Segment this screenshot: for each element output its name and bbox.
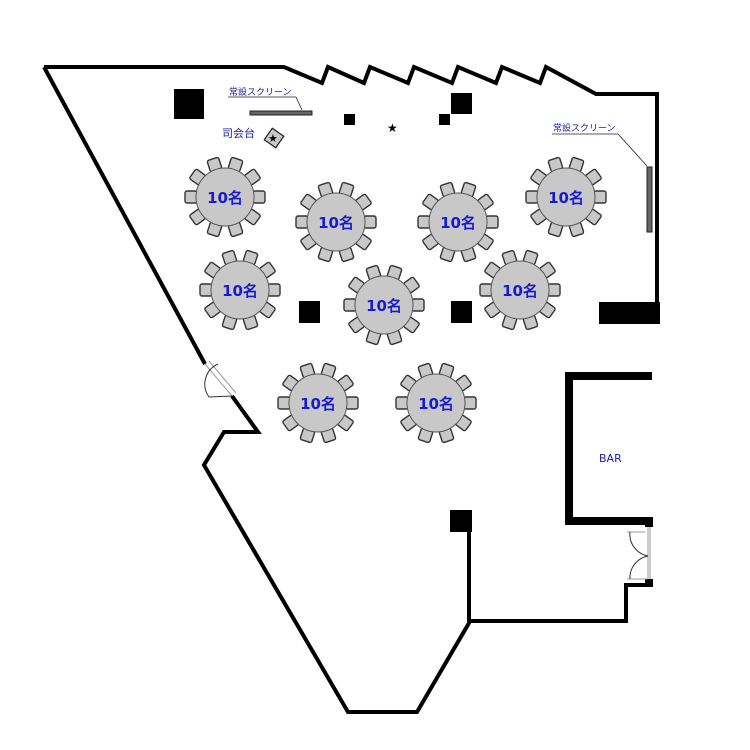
bar-label: BAR bbox=[599, 452, 622, 465]
bar-double-door[interactable] bbox=[627, 527, 651, 580]
chair bbox=[525, 190, 539, 204]
tables-layer: 10名 10名 10名 10名 10名 10名 10名 10名 10名 bbox=[184, 156, 607, 444]
table-capacity-label: 10名 bbox=[548, 189, 584, 207]
podium: ★ 司会台 bbox=[222, 126, 285, 149]
table-capacity-label: 10名 bbox=[502, 282, 538, 300]
outer-wall-left bbox=[42, 66, 207, 365]
table-capacity-label: 10名 bbox=[440, 214, 476, 232]
table-capacity-label: 10名 bbox=[418, 395, 454, 413]
chair bbox=[411, 298, 425, 312]
round-table: 10名 bbox=[525, 156, 607, 238]
table-capacity-label: 10名 bbox=[366, 297, 402, 315]
pillar bbox=[439, 114, 450, 125]
permanent-screen-right: 常設スクリーン bbox=[552, 122, 653, 233]
table-top bbox=[195, 167, 255, 227]
chair bbox=[199, 283, 213, 297]
round-table: 10名 bbox=[343, 264, 425, 346]
podium-label: 司会台 bbox=[222, 126, 255, 140]
round-table: 10名 bbox=[417, 181, 499, 263]
chair bbox=[485, 215, 499, 229]
chair bbox=[395, 396, 409, 410]
table-top bbox=[490, 260, 550, 320]
chair bbox=[363, 215, 377, 229]
permanent-screen-left: 常設スクリーン bbox=[228, 86, 313, 116]
bar-wall-stub-lower bbox=[645, 579, 653, 587]
round-table: 10名 bbox=[277, 362, 359, 444]
outer-wall bbox=[44, 64, 659, 306]
screen-left-label: 常設スクリーン bbox=[229, 86, 292, 98]
table-capacity-label: 10名 bbox=[207, 189, 243, 207]
table-top bbox=[288, 373, 348, 433]
chair bbox=[463, 396, 477, 410]
bar-wall-stub bbox=[645, 517, 653, 527]
stage-star-icon: ★ bbox=[387, 121, 398, 135]
pillar bbox=[174, 89, 204, 119]
round-table: 10名 bbox=[479, 249, 561, 331]
round-table: 10名 bbox=[184, 156, 266, 238]
chair bbox=[417, 215, 431, 229]
screen-right-label: 常設スクリーン bbox=[553, 122, 616, 134]
pillar bbox=[450, 510, 472, 532]
chair bbox=[343, 298, 357, 312]
chair bbox=[547, 283, 561, 297]
pillar bbox=[299, 301, 320, 323]
pillar bbox=[451, 301, 472, 323]
table-top bbox=[536, 167, 596, 227]
chair bbox=[479, 283, 493, 297]
chair bbox=[277, 396, 291, 410]
left-door[interactable] bbox=[204, 360, 237, 398]
round-table: 10名 bbox=[199, 249, 281, 331]
podium-star-icon: ★ bbox=[268, 132, 278, 145]
chair bbox=[345, 396, 359, 410]
bar-wall bbox=[565, 372, 652, 525]
chair bbox=[267, 283, 281, 297]
table-top bbox=[406, 373, 466, 433]
chair bbox=[252, 190, 266, 204]
chair bbox=[184, 190, 198, 204]
table-capacity-label: 10名 bbox=[318, 214, 354, 232]
table-top bbox=[428, 192, 488, 252]
table-capacity-label: 10名 bbox=[300, 395, 336, 413]
round-table: 10名 bbox=[395, 362, 477, 444]
chair bbox=[295, 215, 309, 229]
outer-wall-lower-left bbox=[201, 394, 471, 714]
outer-wall-bottom-right bbox=[469, 583, 650, 623]
chair bbox=[593, 190, 607, 204]
table-capacity-label: 10名 bbox=[222, 282, 258, 300]
pillar bbox=[344, 114, 355, 125]
right-wall-block bbox=[599, 302, 660, 324]
table-top bbox=[354, 275, 414, 335]
table-top bbox=[210, 260, 270, 320]
pillar bbox=[451, 93, 472, 114]
table-top bbox=[306, 192, 366, 252]
round-table: 10名 bbox=[295, 181, 377, 263]
